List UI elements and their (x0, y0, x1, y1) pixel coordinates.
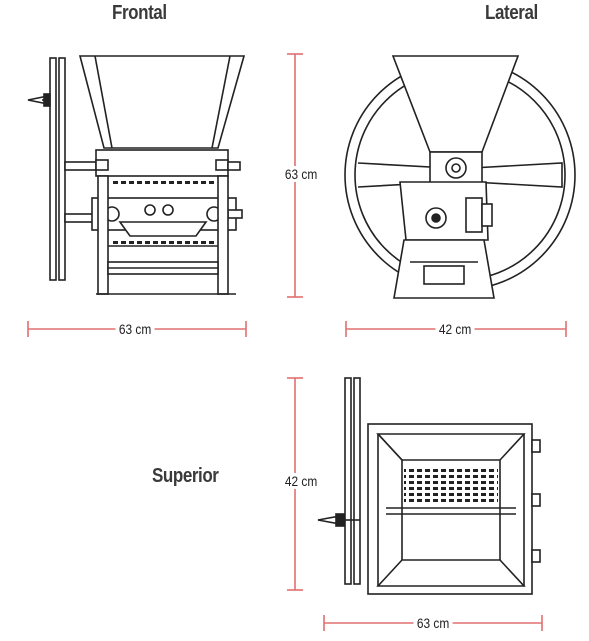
front-view-drawing (27, 55, 246, 295)
top-height-label: 42 cm (281, 473, 321, 489)
front-width-label: 63 cm (115, 321, 155, 337)
front-height-label: 63 cm (281, 166, 321, 182)
side-width-label: 42 cm (435, 321, 475, 337)
front-view-title: Frontal (112, 2, 167, 24)
side-view-body (391, 55, 520, 299)
top-view-drawing (317, 377, 541, 595)
top-width-label: 63 cm (413, 615, 453, 631)
top-view-title: Superior (152, 465, 219, 487)
side-view-title: Lateral (485, 2, 538, 24)
